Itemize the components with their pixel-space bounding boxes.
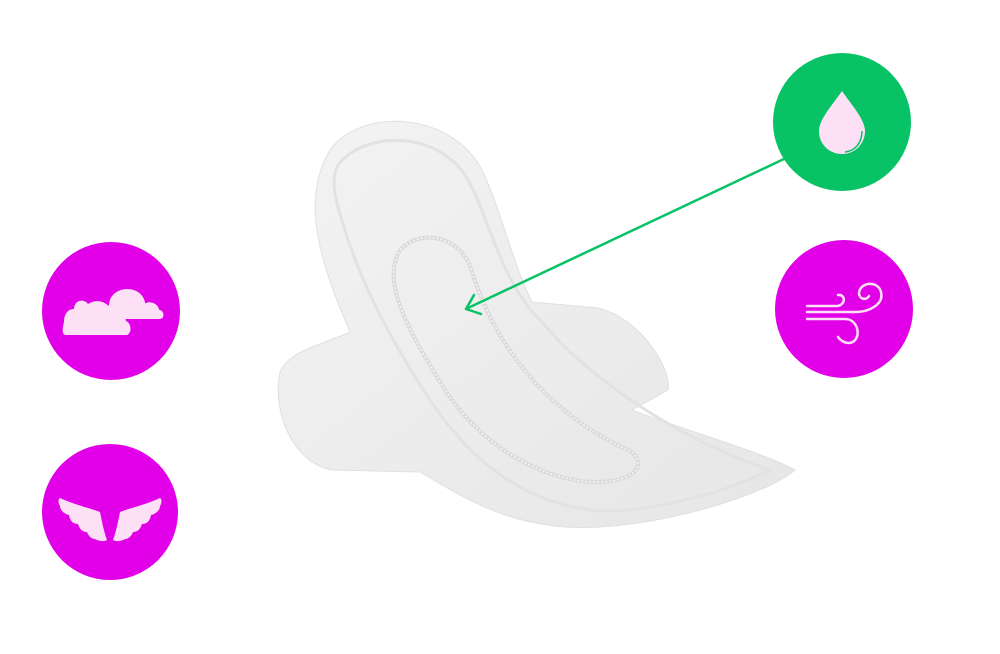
sanitary-pad-image <box>277 120 796 529</box>
feature-absorbency <box>773 53 911 191</box>
wings-icon <box>58 498 162 542</box>
feature-wings <box>42 444 178 580</box>
wind-icon <box>805 282 883 345</box>
absorption-pointer-arrow <box>464 156 787 316</box>
water-drop-icon <box>819 91 865 154</box>
clouds-icon <box>62 287 166 335</box>
feature-softness <box>42 242 180 380</box>
feature-breathability <box>775 240 913 378</box>
